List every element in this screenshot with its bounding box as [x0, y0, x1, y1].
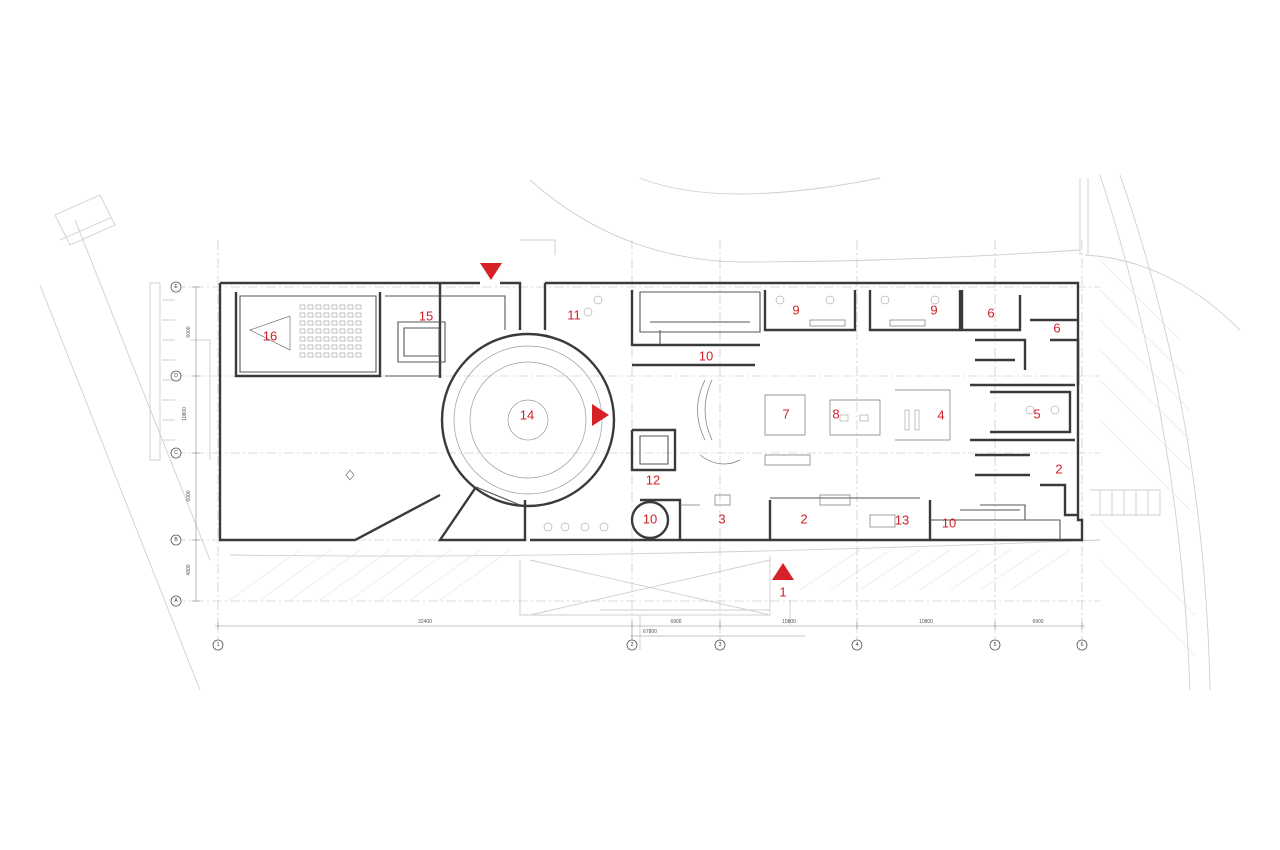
- entrance-markers: [480, 263, 794, 580]
- dim-left-4: 4800: [186, 564, 192, 575]
- furniture: [249, 295, 1060, 532]
- axis-bubbles: 1 2 3 4 5 6 E D C B A: [170, 281, 1088, 651]
- dim-bottom-4: 10800: [919, 619, 933, 625]
- room-label-6a: 6: [987, 306, 994, 321]
- dim-total: 67800: [643, 629, 657, 635]
- svg-text:3: 3: [719, 642, 722, 648]
- dim-bottom-3: 10800: [782, 619, 796, 625]
- site-context: [39, 174, 1241, 691]
- svg-text:E: E: [174, 284, 178, 290]
- room-label-16: 16: [263, 329, 277, 344]
- axis-bubble-1: 1: [212, 639, 224, 651]
- axis-bubble-2: 2: [626, 639, 638, 651]
- room-label-4: 4: [937, 408, 944, 423]
- axis-bubble-E: E: [170, 281, 182, 293]
- svg-text:B: B: [174, 537, 178, 543]
- building-walls: [218, 281, 1084, 542]
- dim-bottom-1: 32400: [418, 619, 432, 625]
- axis-bubble-4: 4: [851, 639, 863, 651]
- room-label-1: 1: [779, 585, 786, 600]
- room-label-3: 3: [718, 512, 725, 527]
- main-entrance-arrow-icon: [772, 563, 794, 580]
- room-label-15: 15: [419, 309, 433, 324]
- room-labels: 1 2 2 3 4 5 6 6 7 8 9 9 10 10 10 11 12 1…: [263, 303, 1063, 600]
- svg-text:6: 6: [1081, 642, 1084, 648]
- svg-text:A: A: [174, 598, 178, 604]
- lounge-seating: [543, 295, 1060, 532]
- svg-text:2: 2: [631, 642, 634, 648]
- dim-left-1: 6000: [186, 326, 192, 337]
- theatre-seating: [249, 304, 362, 358]
- axis-bubble-C: C: [170, 447, 182, 459]
- room-label-12: 12: [646, 473, 660, 488]
- room-label-6b: 6: [1053, 321, 1060, 336]
- rotunda-entrance-arrow-icon: [592, 404, 609, 426]
- axis-bubble-5: 5: [989, 639, 1001, 651]
- axis-bubble-D: D: [170, 370, 182, 382]
- room-label-13: 13: [895, 513, 909, 528]
- axis-bubble-A: A: [170, 595, 182, 607]
- room-label-14: 14: [520, 408, 534, 423]
- svg-text:1: 1: [217, 642, 220, 648]
- room-label-5: 5: [1033, 407, 1040, 422]
- svg-text:C: C: [174, 450, 178, 456]
- dimension-lines: 32400 6900 10800 10800 6900 67800 6000 1…: [182, 286, 1085, 640]
- room-label-7: 7: [782, 407, 789, 422]
- room-label-2b: 2: [1055, 462, 1062, 477]
- svg-text:4: 4: [856, 642, 859, 648]
- room-label-10b: 10: [643, 512, 657, 527]
- axis-bubble-3: 3: [714, 639, 726, 651]
- svg-text:5: 5: [994, 642, 997, 648]
- svg-text:D: D: [174, 373, 178, 379]
- dim-left-3: 6000: [186, 490, 192, 501]
- dim-left-2: 10800: [182, 407, 188, 421]
- north-entrance-arrow-icon: [480, 263, 502, 280]
- axis-bubble-B: B: [170, 534, 182, 546]
- dim-bottom-5: 6900: [1032, 619, 1043, 625]
- room-label-9b: 9: [930, 303, 937, 318]
- north-arrow-icon: [345, 469, 355, 481]
- room-label-8: 8: [832, 407, 839, 422]
- axis-bubble-6: 6: [1076, 639, 1088, 651]
- room-label-2a: 2: [800, 512, 807, 527]
- room-label-9a: 9: [792, 303, 799, 318]
- room-label-10c: 10: [942, 516, 956, 531]
- dim-bottom-2: 6900: [670, 619, 681, 625]
- room-label-10a: 10: [699, 349, 713, 364]
- room-label-11: 11: [567, 308, 581, 323]
